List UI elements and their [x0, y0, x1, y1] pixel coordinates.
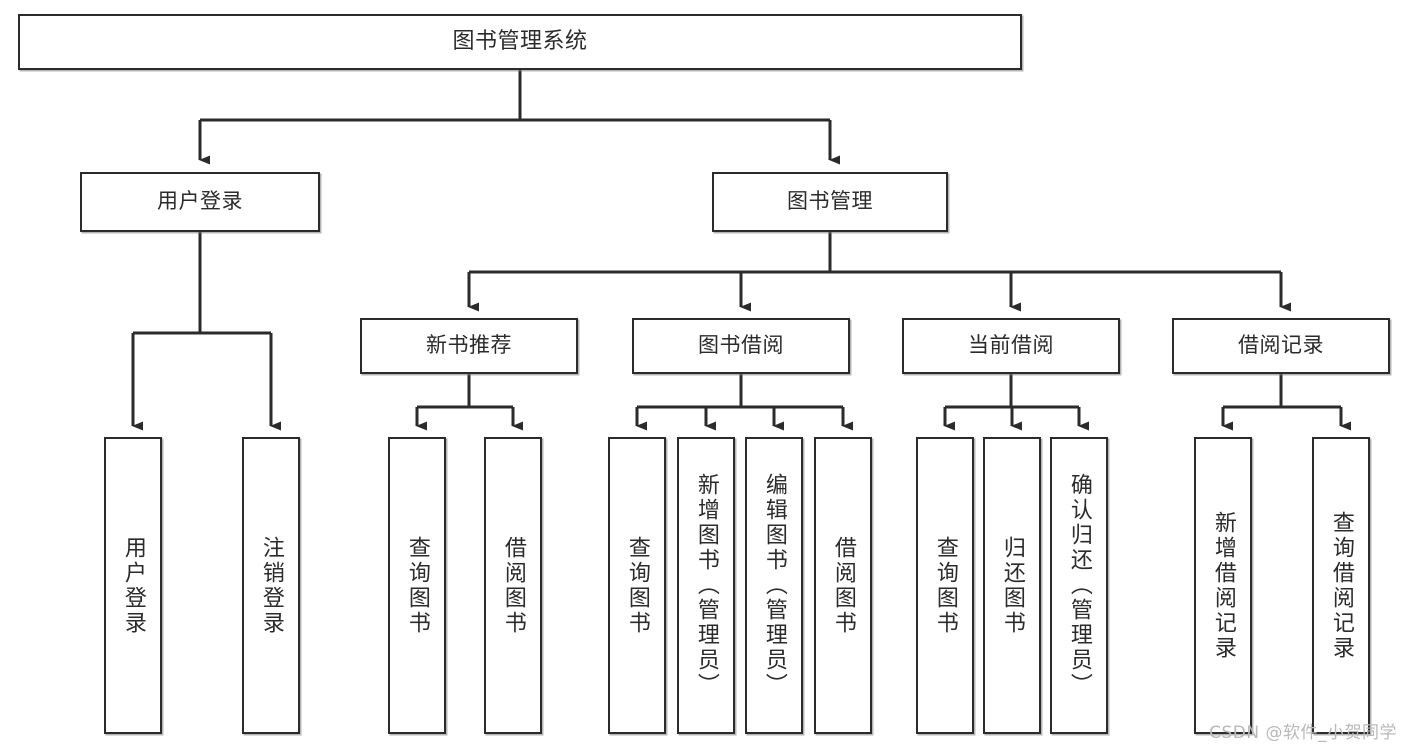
edges-root-to-level1: [198, 70, 840, 165]
edges-newbook-to-leaves: [415, 374, 523, 431]
node-leaf-user-login[interactable]: 用户登录: [104, 437, 162, 734]
edges-bookmgmt-to-level2: [467, 232, 1291, 312]
node-label: 借阅图书: [500, 535, 526, 636]
node-label: 编辑图书（管理员）: [761, 473, 787, 698]
node-label: 用户登录: [120, 535, 146, 636]
node-borrow-record[interactable]: 借阅记录: [1172, 318, 1390, 374]
node-leaf-borrow-book-recommend[interactable]: 借阅图书: [484, 437, 542, 734]
csdn-watermark: CSDN @软件_小贺同学: [1209, 723, 1397, 743]
node-label: 确认归还（管理员）: [1066, 473, 1092, 698]
edges-borrowrecord-to-leaves: [1221, 374, 1351, 431]
node-leaf-query-book-current[interactable]: 查询图书: [916, 437, 974, 734]
node-leaf-add-borrow-record[interactable]: 新增借阅记录: [1194, 437, 1252, 734]
node-label: 查询图书: [404, 535, 430, 636]
edges-bookborrow-to-leaves: [635, 374, 853, 431]
node-label: 图书借阅: [698, 333, 784, 358]
node-book-management[interactable]: 图书管理: [712, 172, 948, 232]
edges-userlogin-to-leaves: [131, 232, 281, 431]
node-label: 借阅图书: [830, 535, 856, 636]
node-label: 归还图书: [999, 535, 1025, 636]
node-current-borrow[interactable]: 当前借阅: [902, 318, 1120, 374]
node-leaf-query-book-borrow[interactable]: 查询图书: [608, 437, 666, 734]
node-label: 新书推荐: [426, 333, 512, 358]
node-root-system[interactable]: 图书管理系统: [18, 14, 1022, 70]
node-label: 借阅记录: [1238, 333, 1324, 358]
node-leaf-return-book[interactable]: 归还图书: [983, 437, 1041, 734]
node-label: 新增图书（管理员）: [693, 473, 719, 698]
node-leaf-query-book-recommend[interactable]: 查询图书: [388, 437, 446, 734]
node-leaf-add-book[interactable]: 新增图书（管理员）: [677, 437, 735, 734]
node-label: 图书管理: [787, 189, 873, 214]
node-label: 注销登录: [258, 535, 284, 636]
node-leaf-borrow-book[interactable]: 借阅图书: [814, 437, 872, 734]
node-label: 当前借阅: [968, 333, 1054, 358]
node-label: 查询图书: [624, 535, 650, 636]
node-leaf-confirm-return[interactable]: 确认归还（管理员）: [1050, 437, 1108, 734]
node-user-login[interactable]: 用户登录: [80, 172, 320, 232]
node-label: 查询图书: [932, 535, 958, 636]
node-book-borrow[interactable]: 图书借阅: [632, 318, 850, 374]
node-leaf-logout[interactable]: 注销登录: [242, 437, 300, 734]
node-label: 用户登录: [157, 189, 243, 214]
node-leaf-edit-book[interactable]: 编辑图书（管理员）: [745, 437, 803, 734]
node-new-book-recommend[interactable]: 新书推荐: [360, 318, 578, 374]
edges-currentborrow-to-leaves: [943, 374, 1089, 431]
node-label: 图书管理系统: [452, 28, 588, 54]
node-label: 新增借阅记录: [1210, 510, 1236, 661]
node-label: 查询借阅记录: [1328, 510, 1354, 661]
node-leaf-query-borrow-record[interactable]: 查询借阅记录: [1312, 437, 1370, 734]
